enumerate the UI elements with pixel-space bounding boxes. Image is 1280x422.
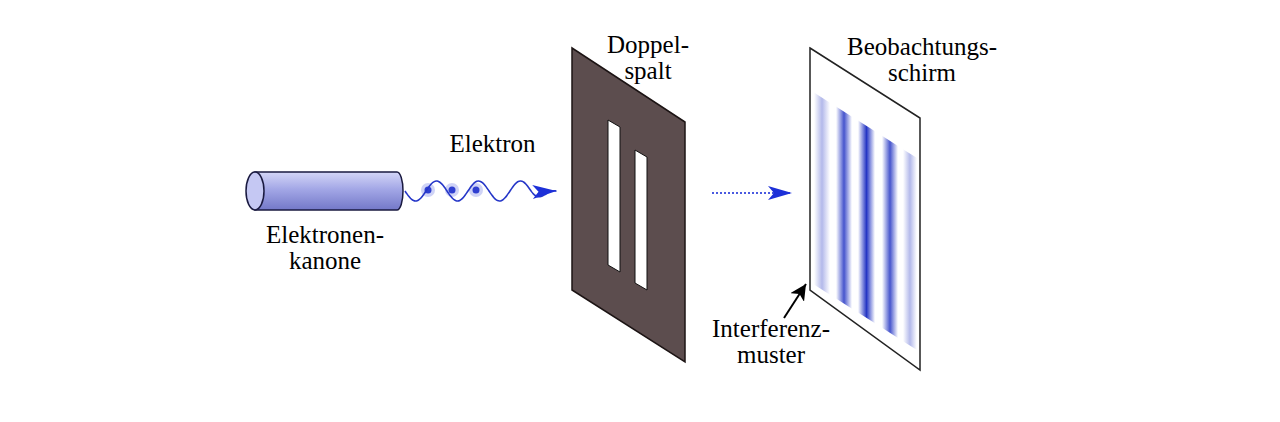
part-label: Doppel- spalt bbox=[607, 32, 689, 85]
electron-wave bbox=[405, 181, 557, 201]
callout-label: Interferenz- muster bbox=[712, 316, 830, 369]
beam-arrow bbox=[712, 192, 792, 194]
double-slit: Doppel- spalt bbox=[572, 48, 685, 362]
gun-shape bbox=[245, 170, 405, 212]
part-label: Beobachtungs- schirm bbox=[847, 34, 997, 87]
leader-arrow bbox=[784, 284, 806, 318]
part-label: Elektronen- kanone bbox=[266, 222, 384, 275]
plate-shape bbox=[572, 48, 685, 362]
electron-gun: Elektronen- kanone bbox=[245, 170, 405, 212]
edge-label: Elektron bbox=[449, 131, 535, 157]
